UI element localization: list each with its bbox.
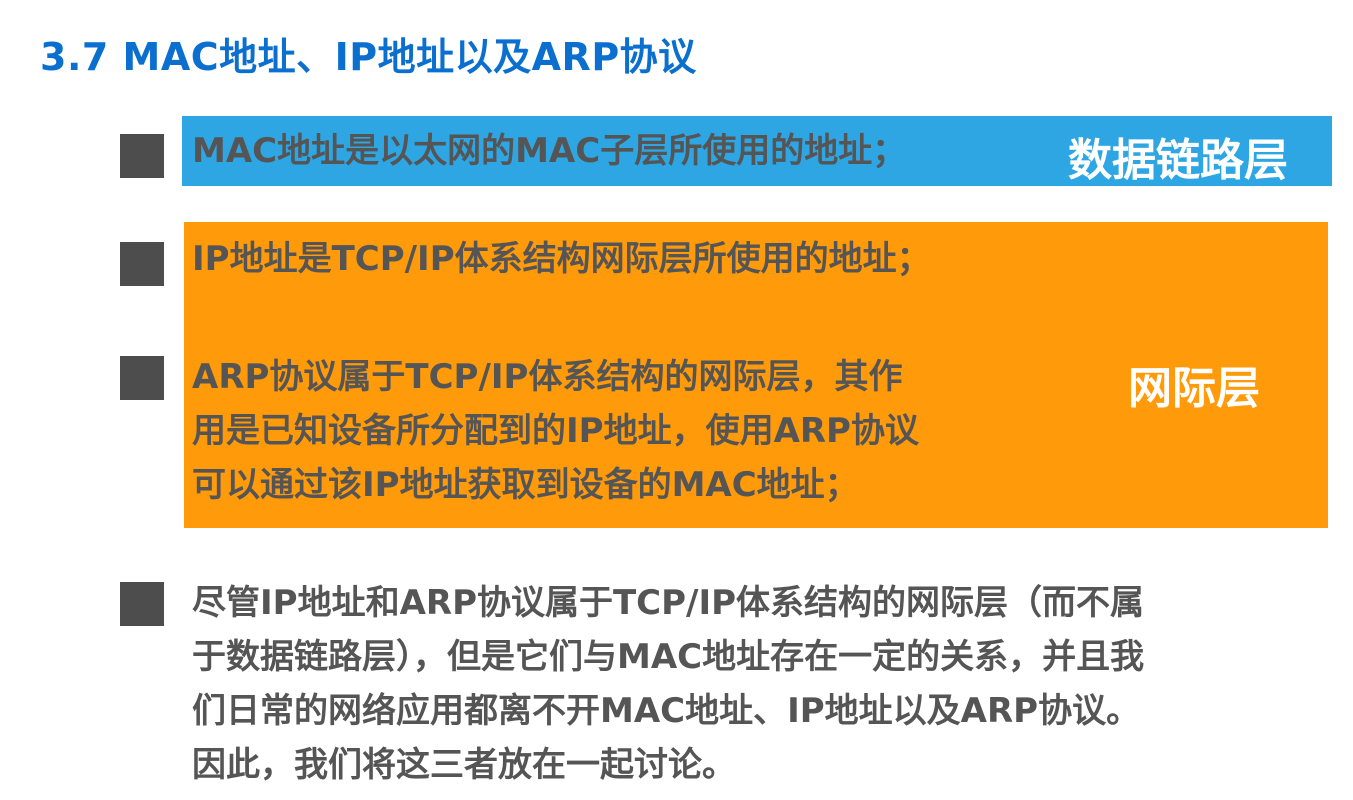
bullet-item-summary: 尽管IP地址和ARP协议属于TCP/IP体系结构的网际层（而不属 于数据链路层）… — [192, 576, 1144, 792]
bullet-square-icon — [120, 582, 164, 626]
bullet-item-line: 因此，我们将这三者放在一起讨论。 — [192, 745, 736, 785]
bullet-square-icon — [120, 356, 164, 400]
bullet-item-line: MAC地址是以太网的MAC子层所使用的地址； — [192, 131, 907, 171]
network-layer-label: 网际层 — [1128, 363, 1260, 414]
slide-title: 3.7 MAC地址、IP地址以及ARP协议 — [40, 35, 697, 79]
bullet-item-ip: IP地址是TCP/IP体系结构网际层所使用的地址； — [192, 232, 931, 286]
bullet-item-line: 们日常的网络应用都离不开MAC地址、IP地址以及ARP协议。 — [192, 691, 1141, 731]
bullet-item-line: 尽管IP地址和ARP协议属于TCP/IP体系结构的网际层（而不属 — [192, 583, 1145, 623]
bullet-item-line: IP地址是TCP/IP体系结构网际层所使用的地址； — [192, 239, 931, 279]
bullet-item-line: 用是已知设备所分配到的IP地址，使用ARP协议 — [192, 411, 919, 451]
data-link-layer-label: 数据链路层 — [1068, 135, 1288, 186]
bullet-item-line: 于数据链路层），但是它们与MAC地址存在一定的关系，并且我 — [192, 637, 1145, 677]
bullet-item-line: 可以通过该IP地址获取到设备的MAC地址； — [192, 465, 859, 505]
bullet-item-line: ARP协议属于TCP/IP体系结构的网际层，其作 — [192, 357, 903, 397]
network-layer-highlight — [184, 222, 1328, 528]
bullet-square-icon — [120, 134, 164, 178]
bullet-item-arp: ARP协议属于TCP/IP体系结构的网际层，其作 用是已知设备所分配到的IP地址… — [192, 350, 919, 512]
bullet-item-mac: MAC地址是以太网的MAC子层所使用的地址； — [192, 124, 906, 178]
data-link-layer-highlight — [182, 116, 1332, 186]
bullet-square-icon — [120, 242, 164, 286]
